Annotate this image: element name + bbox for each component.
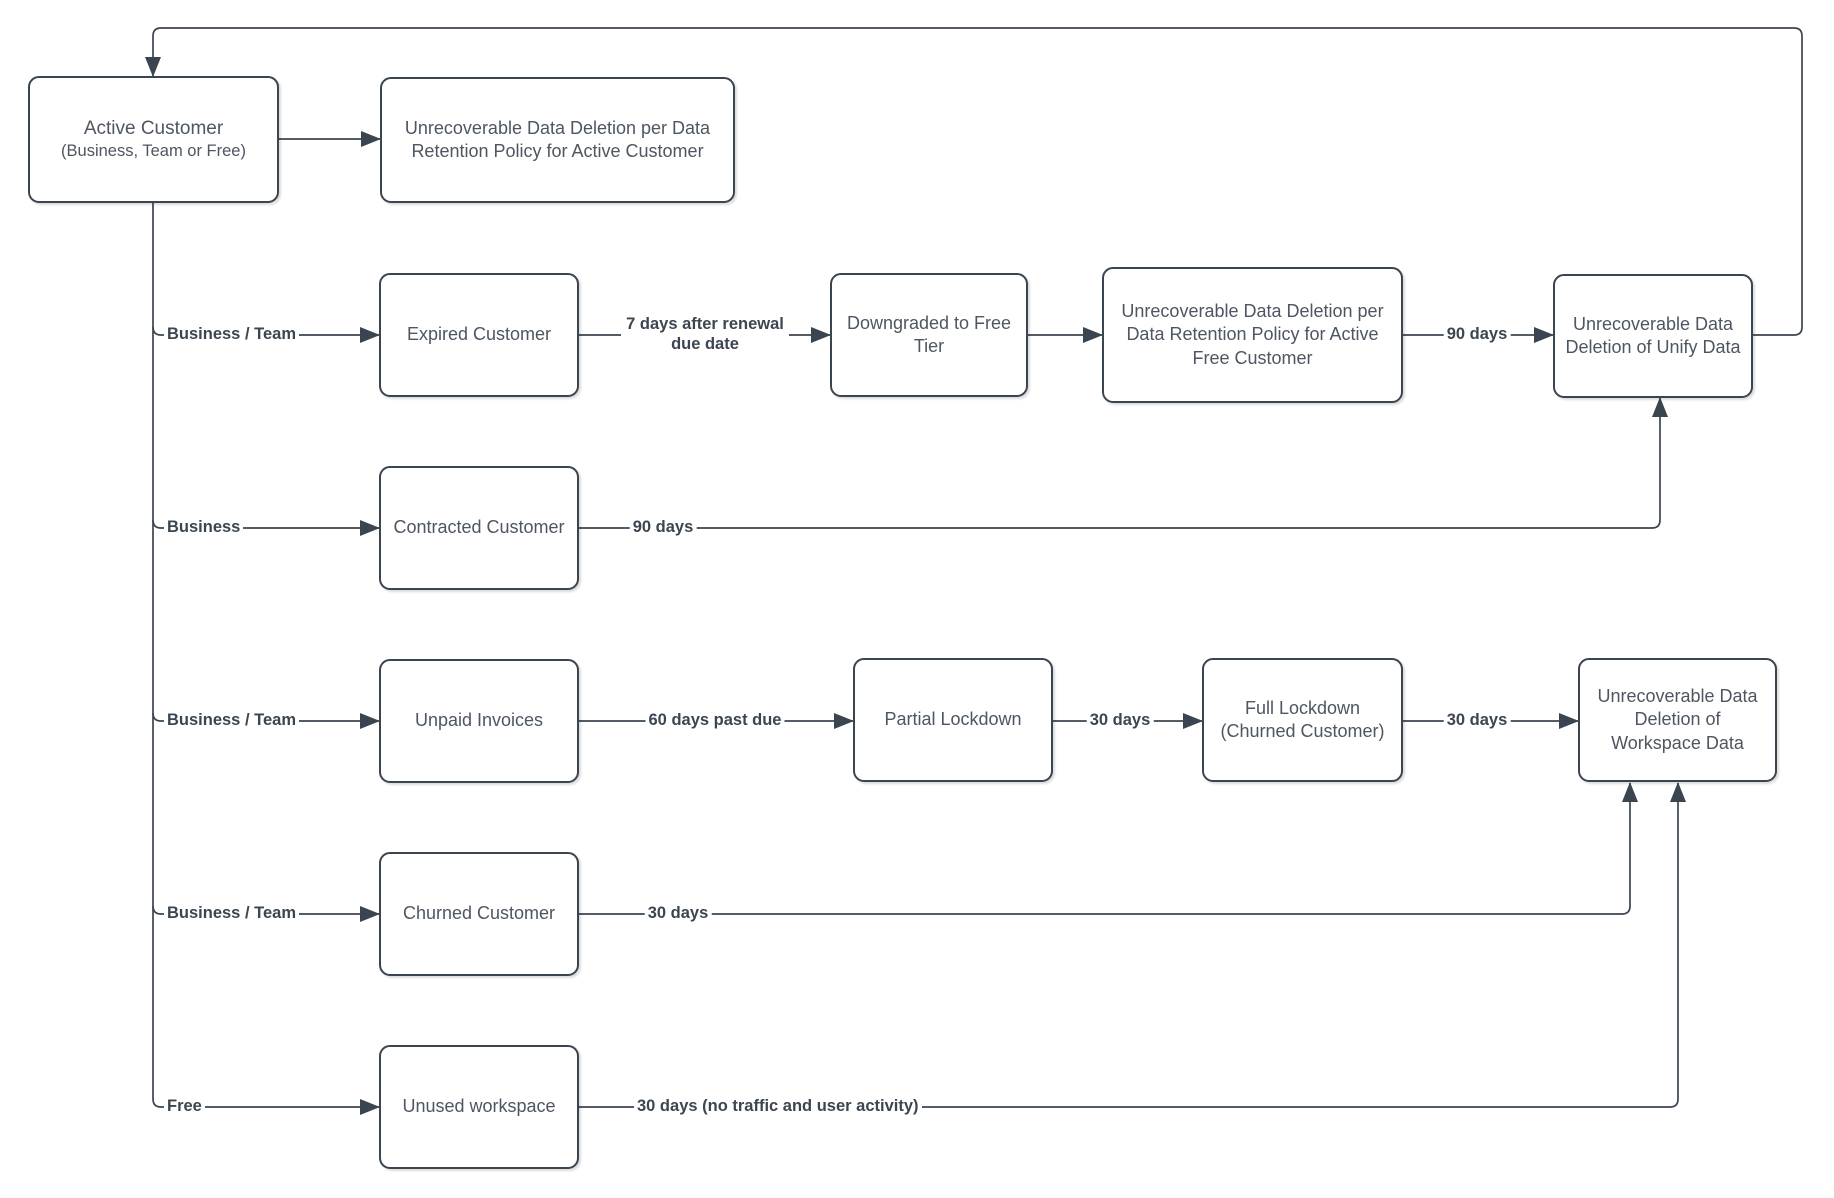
edge-label-branch-contracted: Business: [164, 518, 244, 538]
node-deletion-active-free-customer-label: Unrecoverable Data Deletion per Data Ret…: [1121, 301, 1384, 368]
node-unused-workspace-label: Unused workspace: [402, 1096, 556, 1117]
node-contracted-customer: Contracted Customer: [379, 466, 579, 590]
node-unused-workspace: Unused workspace: [379, 1045, 579, 1169]
node-churned-customer-label: Churned Customer: [402, 903, 556, 924]
node-deletion-active-customer-label: Unrecoverable Data Deletion per Data Ret…: [404, 117, 711, 161]
edge-label-partial-to-full: 30 days: [1086, 711, 1154, 731]
edge-label-branch-unused: Free: [164, 1097, 205, 1117]
edge-unused-to-workspace: [579, 782, 1686, 1108]
node-active-customer-label: Active Customer: [83, 117, 224, 139]
node-partial-lockdown-label: Partial Lockdown: [884, 709, 1022, 730]
node-expired-customer-label: Expired Customer: [406, 324, 552, 345]
node-unpaid-invoices-label: Unpaid Invoices: [414, 710, 544, 731]
node-deletion-unify-data: Unrecoverable Data Deletion of Unify Dat…: [1553, 274, 1753, 398]
node-contracted-customer-label: Contracted Customer: [393, 517, 565, 538]
node-downgraded-free-tier: Downgraded to Free Tier: [830, 273, 1028, 397]
edge-contracted-to-unify: [579, 397, 1668, 529]
node-unpaid-invoices: Unpaid Invoices: [379, 659, 579, 783]
edge-label-unpaid-to-partial: 60 days past due: [645, 711, 785, 731]
node-deletion-workspace-data: Unrecoverable Data Deletion of Workspace…: [1578, 658, 1777, 782]
edge-label-full-to-workspace: 30 days: [1443, 711, 1511, 731]
edge-label-expired-to-downgraded: 7 days after renewal due date: [621, 315, 789, 355]
node-downgraded-free-tier-label: Downgraded to Free Tier: [846, 312, 1012, 356]
edge-branch-churned: [152, 905, 380, 922]
edge-label-free-deletion-to-unify: 90 days: [1443, 325, 1511, 345]
node-expired-customer: Expired Customer: [379, 273, 579, 397]
edge-label-branch-churned: Business / Team: [164, 904, 299, 924]
edge-label-churned-to-workspace: 30 days: [644, 904, 712, 924]
node-deletion-unify-data-label: Unrecoverable Data Deletion of Unify Dat…: [1565, 313, 1741, 357]
edge-label-unused-to-workspace: 30 days (no traffic and user activity): [634, 1097, 922, 1117]
edge-label-branch-unpaid: Business / Team: [164, 711, 299, 731]
edge-branch-unpaid: [152, 712, 380, 729]
node-partial-lockdown: Partial Lockdown: [853, 658, 1053, 782]
node-deletion-workspace-data-label: Unrecoverable Data Deletion of Workspace…: [1597, 686, 1758, 753]
node-deletion-active-customer: Unrecoverable Data Deletion per Data Ret…: [380, 77, 735, 203]
edge-churned-to-workspace: [579, 782, 1638, 915]
node-active-customer-sublabel: (Business, Team or Free): [61, 142, 246, 161]
node-active-customer: Active Customer (Business, Team or Free): [28, 76, 279, 203]
edge-label-branch-expired: Business / Team: [164, 325, 299, 345]
edge-branch-expired: [152, 326, 380, 343]
edge-branch-contracted: [152, 519, 380, 536]
node-deletion-active-free-customer: Unrecoverable Data Deletion per Data Ret…: [1102, 267, 1403, 403]
edge-spine-and-free-branch: [152, 203, 380, 1115]
node-full-lockdown-label: Full Lockdown (Churned Customer): [1220, 697, 1385, 741]
node-churned-customer: Churned Customer: [379, 852, 579, 976]
node-full-lockdown: Full Lockdown (Churned Customer): [1202, 658, 1403, 782]
edge-unify-feedback: [145, 27, 1803, 336]
edge-label-contracted-to-unify: 90 days: [629, 518, 697, 538]
